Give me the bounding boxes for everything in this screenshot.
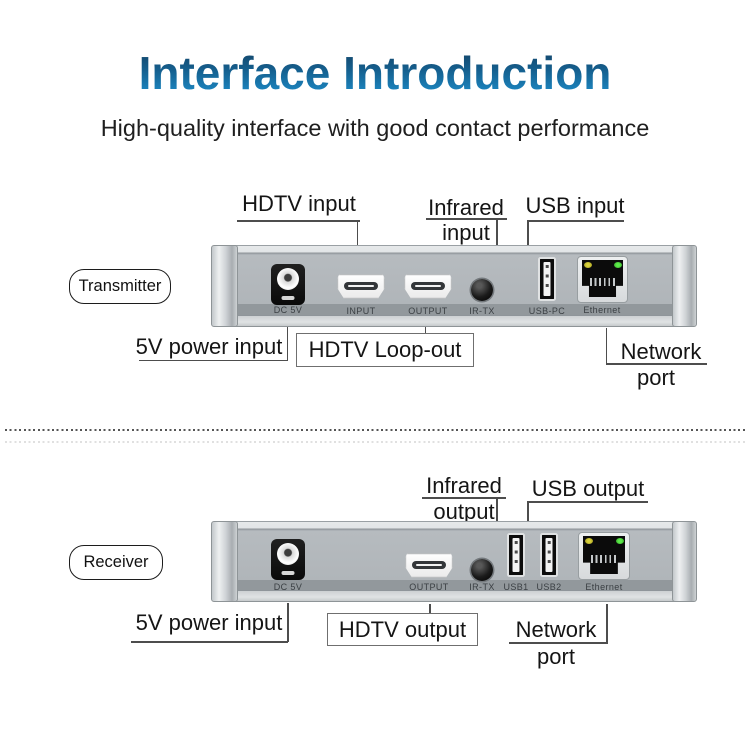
port-label-usb2: USB2 — [536, 582, 562, 592]
callout-usb-output: USB output — [531, 476, 645, 501]
callout-network-line1: Network — [620, 339, 702, 364]
port-label-ethernet: Ethernet — [585, 582, 623, 592]
callout-usb-input: USB input — [525, 193, 625, 218]
callout-power-input: 5V power input — [135, 334, 283, 359]
callout-line — [286, 327, 289, 361]
usb-contacts — [514, 541, 518, 569]
callout-infrared-input-line1: Infrared — [428, 195, 504, 220]
callout-infrared-output-line2: output — [433, 499, 495, 524]
dc-jack-pin — [277, 268, 299, 290]
receiver-badge: Receiver — [69, 545, 163, 580]
ethernet-pins — [590, 278, 615, 286]
dc-jack-highlight — [281, 571, 295, 575]
hdmi-pin-strip — [415, 284, 441, 288]
callout-network-line2: port — [637, 365, 675, 390]
hdmi-slot — [412, 561, 446, 569]
hdmi-pin-strip — [416, 563, 442, 567]
callout-hdtv-loopout-label: HDTV Loop-out — [308, 337, 462, 362]
callout-line — [131, 641, 288, 643]
callout-infrared-output-line1: Infrared — [426, 473, 502, 498]
callout-hdtv-output: HDTV output — [327, 613, 478, 646]
port-label-ir: IR-TX — [469, 306, 495, 316]
callout-line — [509, 642, 608, 644]
callout-line — [527, 220, 529, 267]
panel-bottom-bevel — [235, 315, 675, 326]
callout-line — [527, 220, 624, 222]
callout-line — [422, 497, 506, 499]
dc-power-port — [271, 539, 305, 580]
port-label-hdmi-output: OUTPUT — [408, 306, 448, 316]
dc-power-port — [271, 264, 305, 305]
callout-line — [606, 363, 707, 365]
callout-line — [287, 603, 289, 642]
port-label-dc: DC 5V — [273, 582, 303, 592]
hdmi-pin-strip — [348, 284, 374, 288]
panel-left-cap — [211, 521, 238, 602]
ethernet-led-yellow — [584, 538, 593, 544]
ir-tx-port — [471, 279, 493, 301]
section-divider — [5, 429, 745, 431]
callout-power-input: 5V power input — [135, 610, 283, 635]
callout-hdtv-input: HDTV input — [242, 191, 356, 216]
port-label-ir: IR-TX — [469, 582, 495, 592]
hdmi-slot — [344, 282, 378, 290]
ethernet-port — [578, 532, 630, 580]
ethernet-led-green — [615, 538, 624, 544]
dc-jack-highlight — [281, 296, 295, 300]
hdmi-loopout-port — [404, 274, 452, 299]
callout-line — [237, 220, 360, 222]
ethernet-jack — [582, 260, 623, 297]
panel-right-cap — [672, 521, 697, 602]
transmitter-badge-label: Transmitter — [78, 277, 162, 295]
callout-line — [527, 501, 648, 503]
callout-line — [605, 328, 608, 364]
callout-network-line2: port — [537, 644, 575, 669]
ethernet-led-yellow — [583, 262, 592, 268]
usb-contacts — [547, 541, 551, 569]
port-label-hdmi-output: OUTPUT — [409, 582, 449, 592]
page-subtitle: High-quality interface with good contact… — [100, 115, 650, 141]
hdmi-output-port — [405, 553, 453, 578]
callout-line — [429, 604, 431, 614]
port-label-ethernet: Ethernet — [583, 305, 621, 315]
page-title: Interface Introduction — [0, 46, 750, 100]
port-label-hdmi-input: INPUT — [346, 306, 376, 316]
callout-hdtv-loopout: HDTV Loop-out — [296, 333, 474, 367]
callout-network-line1: Network — [515, 617, 597, 642]
callout-line — [424, 327, 427, 334]
ethernet-jack — [583, 536, 625, 574]
section-divider-faint — [5, 441, 745, 443]
dc-jack-pin — [277, 543, 299, 565]
panel-left-cap — [211, 245, 238, 327]
usb2-port — [540, 533, 558, 577]
port-label-dc: DC 5V — [273, 305, 303, 315]
usb-contacts — [545, 265, 549, 293]
callout-line — [139, 359, 287, 362]
callout-infrared-input-line2: input — [442, 220, 490, 245]
ir-tx-port — [471, 559, 493, 581]
port-label-usb-pc: USB-PC — [528, 306, 566, 316]
hdmi-slot — [411, 282, 445, 290]
usb1-port — [507, 533, 525, 577]
panel-bottom-bevel — [235, 590, 675, 601]
port-label-usb1: USB1 — [503, 582, 529, 592]
receiver-badge-label: Receiver — [83, 553, 149, 571]
callout-hdtv-output-label: HDTV output — [338, 616, 467, 642]
callout-line — [426, 218, 507, 220]
transmitter-badge: Transmitter — [69, 269, 171, 304]
hdmi-input-port — [337, 274, 385, 299]
ethernet-led-green — [613, 262, 622, 268]
panel-right-cap — [672, 245, 697, 327]
ethernet-port — [577, 256, 628, 303]
ethernet-pins — [591, 555, 617, 563]
callout-line — [606, 604, 608, 644]
usb-pc-port — [538, 257, 556, 301]
